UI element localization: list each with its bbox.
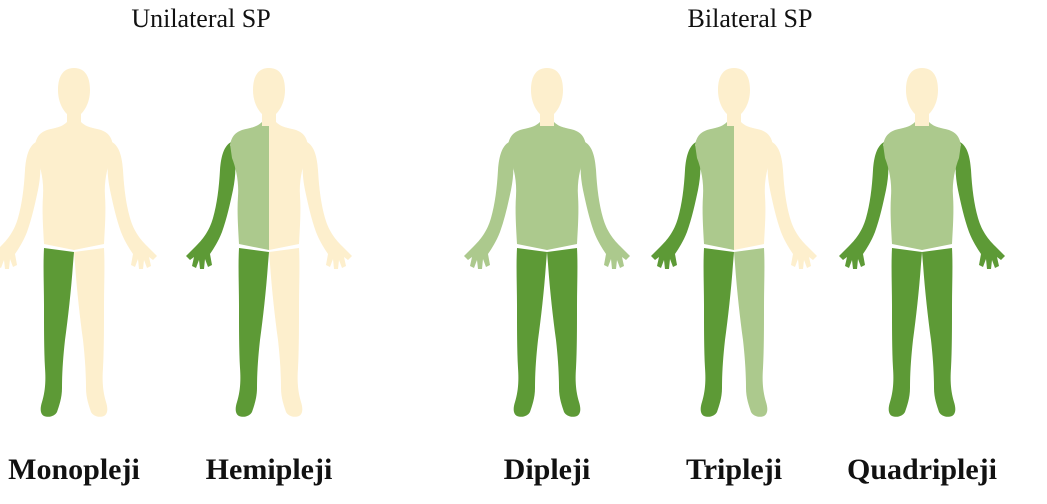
right-torso [269, 144, 308, 250]
left-torso [695, 144, 734, 250]
right-leg [734, 248, 767, 417]
left-arm [0, 142, 40, 269]
right-arm [581, 142, 630, 269]
right-torso [922, 144, 961, 250]
left-torso [508, 144, 547, 250]
body-figure-quadripleji [837, 66, 1007, 426]
body-figure-svg [837, 66, 1007, 426]
left-leg [41, 248, 74, 417]
figure-label: Monopleji [0, 453, 164, 487]
right-torso [734, 144, 773, 250]
left-arm [186, 142, 235, 269]
left-torso [230, 144, 269, 250]
body-figure-monopleji [0, 66, 159, 426]
left-leg [514, 248, 547, 417]
right-torso [547, 144, 586, 250]
neck [540, 110, 554, 126]
body-figure-hemipleji [184, 66, 354, 426]
body-figure-svg [462, 66, 632, 426]
left-arm [464, 142, 513, 269]
right-torso [74, 144, 113, 250]
unilateral-heading: Unilateral SP [101, 4, 301, 34]
left-arm [651, 142, 700, 269]
left-leg [236, 248, 269, 417]
left-torso [883, 144, 922, 250]
body-figure-svg [649, 66, 819, 426]
right-arm [956, 142, 1005, 269]
right-arm [768, 142, 817, 269]
figure-label: Quadripleji [832, 453, 1012, 487]
right-arm [108, 142, 157, 269]
right-leg [269, 248, 302, 417]
neck [262, 110, 276, 126]
left-leg [701, 248, 734, 417]
right-arm [303, 142, 352, 269]
figure-label: Dipleji [457, 453, 637, 487]
body-figure-svg [0, 66, 159, 426]
figure-label: Tripleji [644, 453, 824, 487]
neck [915, 110, 929, 126]
neck [67, 110, 81, 126]
body-figure-tripleji [649, 66, 819, 426]
bilateral-heading: Bilateral SP [650, 4, 850, 34]
figure-label: Hemipleji [179, 453, 359, 487]
body-figure-dipleji [462, 66, 632, 426]
right-leg [922, 248, 955, 417]
right-leg [547, 248, 580, 417]
left-leg [889, 248, 922, 417]
left-torso [35, 144, 74, 250]
body-figure-svg [184, 66, 354, 426]
neck [727, 110, 741, 126]
right-leg [74, 248, 107, 417]
left-arm [839, 142, 888, 269]
